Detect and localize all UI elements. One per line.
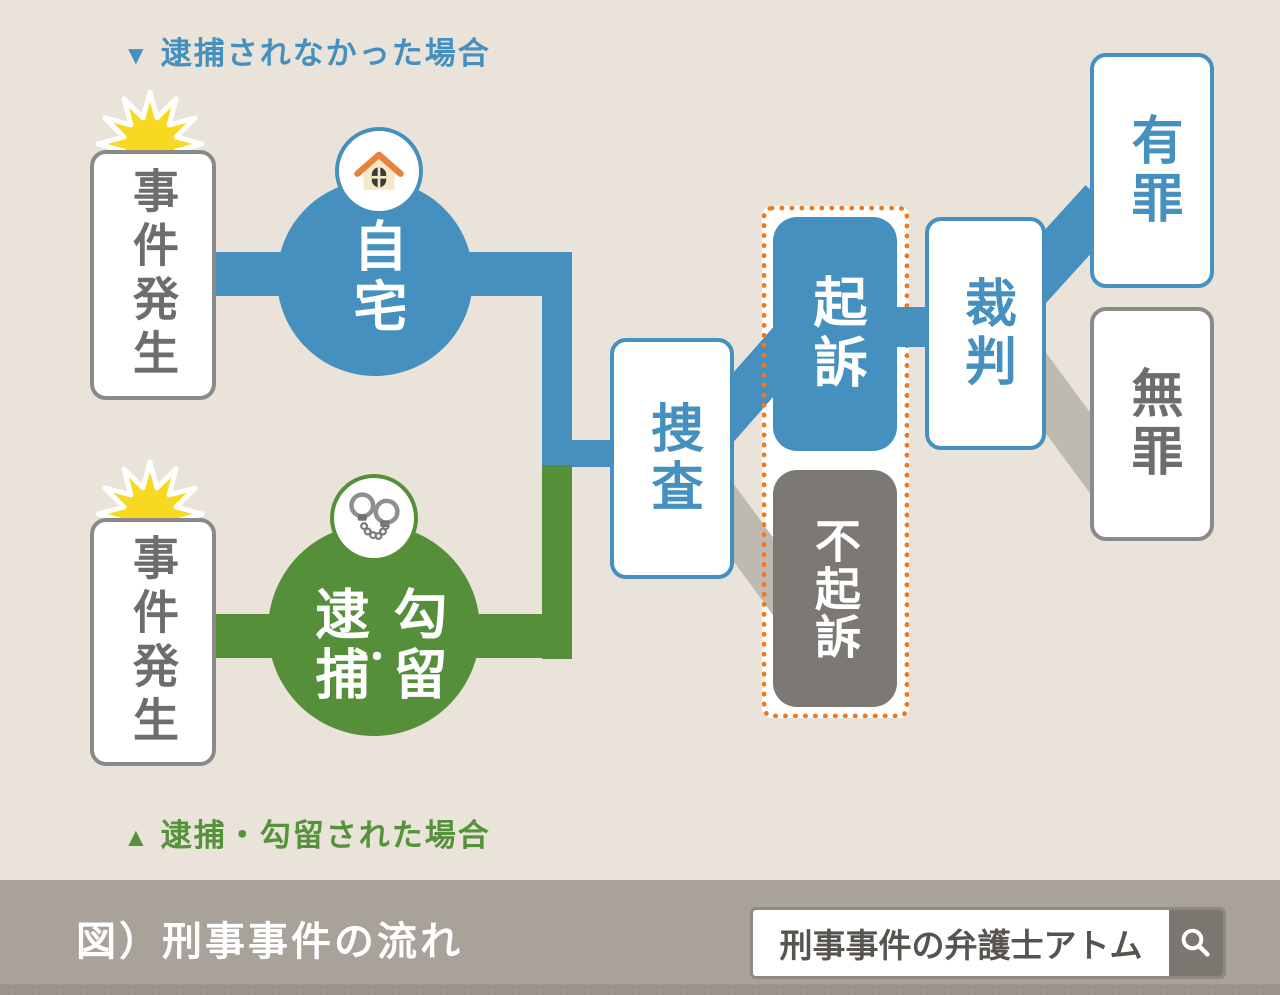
label-not-arrested: ▼ 逮捕されなかった場合: [123, 28, 491, 73]
node-arrest-label-separator: ・: [360, 639, 394, 677]
diagram-caption: 図）刑事事件の流れ: [76, 919, 463, 964]
search-button[interactable]: [1169, 910, 1223, 976]
node-incident-bottom-label: 事件発生: [127, 534, 179, 750]
search-input[interactable]: [753, 910, 1169, 976]
node-incident-bottom: 事件発生: [90, 518, 216, 766]
node-guilty: 有罪: [1090, 53, 1214, 288]
node-prosecution: 起訴: [773, 217, 897, 451]
triangle-up-icon: ▲: [123, 822, 151, 852]
label-arrested-detained-text: 逮捕・勾留された場合: [160, 818, 491, 853]
node-not-guilty-label: 無罪: [1123, 366, 1181, 482]
label-not-arrested-text: 逮捕されなかった場合: [160, 36, 491, 71]
node-arrest-label-right: 勾留: [385, 586, 445, 706]
connector-prosecution-trial: [897, 307, 929, 347]
node-non-prosecution: 不起訴: [773, 470, 897, 707]
node-guilty-label: 有罪: [1123, 112, 1181, 229]
prosecution-decision-dotted-frame: [762, 206, 909, 718]
search-bar: [750, 907, 1226, 979]
node-arrest-label-left: 逮捕: [307, 586, 367, 706]
node-investigation-label: 捜査: [643, 400, 701, 517]
node-incident-top-label: 事件発生: [127, 167, 179, 383]
footer-bar: 図）刑事事件の流れ: [0, 880, 1280, 995]
label-arrested-detained: ▲ 逮捕・勾留された場合: [123, 810, 491, 855]
node-trial-label: 裁判: [956, 275, 1015, 392]
node-not-guilty: 無罪: [1090, 307, 1214, 541]
magnifier-icon: [1174, 921, 1218, 965]
node-investigation: 捜査: [610, 338, 734, 579]
node-incident-top: 事件発生: [90, 150, 216, 400]
node-prosecution-label: 起訴: [805, 274, 865, 394]
triangle-down-icon: ▼: [123, 40, 151, 70]
footer-texture-strip: [0, 984, 1280, 995]
handcuffs-icon: [330, 474, 418, 562]
house-icon: [335, 127, 423, 215]
node-trial: 裁判: [925, 217, 1046, 450]
node-non-prosecution-label: 不起訴: [809, 516, 861, 661]
node-home-label: 自宅: [345, 218, 405, 338]
